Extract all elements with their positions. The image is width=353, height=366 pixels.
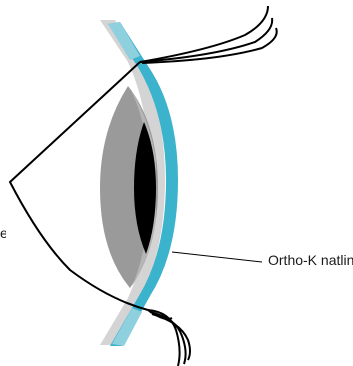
upper-eyelashes [140,6,277,63]
lens-callout-line [172,252,262,262]
cut-off-label: e [0,225,6,241]
ortho-k-lens-label: Ortho-K natlinse [268,252,353,268]
lower-eyelashes [148,310,190,366]
